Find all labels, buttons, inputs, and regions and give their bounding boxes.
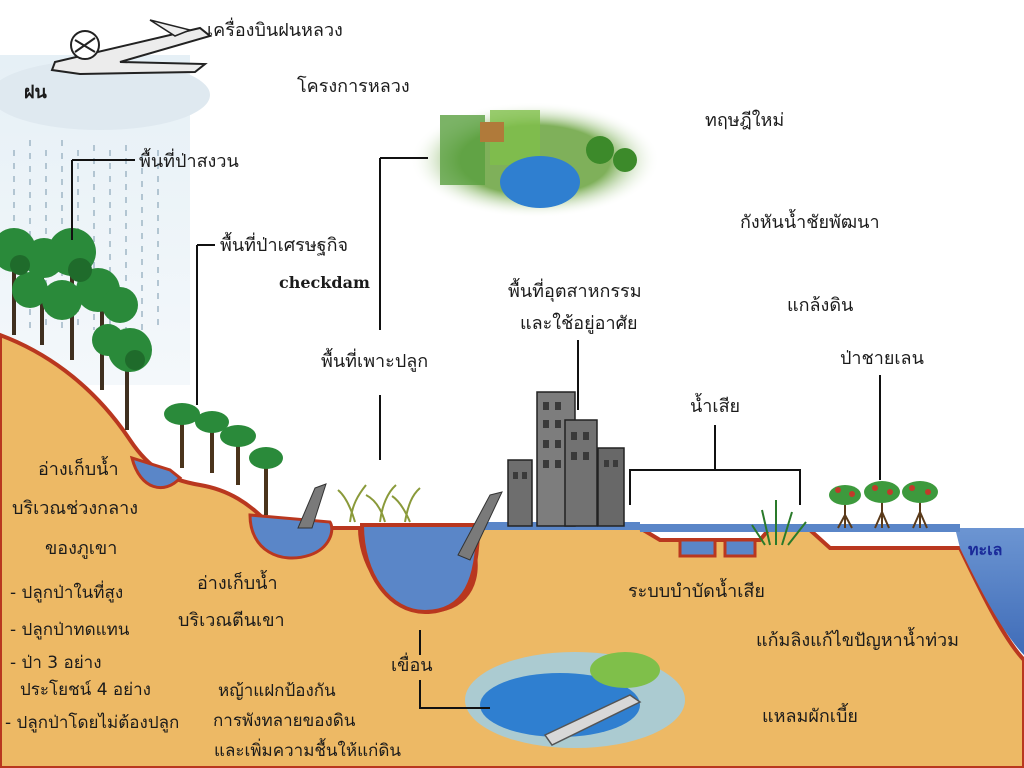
cultivation-plants	[337, 484, 421, 523]
dam-reservoir	[359, 523, 481, 615]
label-mangrove: ป่าชายเลน	[840, 348, 924, 369]
label-laem-phak-bia: แหลมผักเบี้ย	[762, 706, 858, 727]
label-reservoir-mid-2: บริเวณช่วงกลาง	[12, 498, 138, 519]
label-monkey-cheek: แก้มลิงแก้ไขปัญหาน้ำท่วม	[756, 630, 960, 651]
economic-forest-trees	[164, 403, 283, 515]
royal-project-inset	[410, 102, 660, 218]
label-kang-han-nam: กังหันน้ำชัยพัฒนา	[740, 212, 880, 233]
list-item-5: - ปลูกป่าโดยไม่ต้องปลูก	[5, 713, 180, 733]
label-kaem-ling: แกล้งดิน	[787, 295, 854, 316]
checkdam-structure-1	[297, 483, 327, 529]
label-vetiver-1: หญ้าแฝกป้องกัน	[218, 681, 336, 701]
checkdam-structure-2	[457, 491, 503, 561]
sea	[955, 528, 1024, 655]
airplane-icon	[50, 19, 213, 76]
label-rain: ฝน	[24, 82, 47, 103]
label-royal-rain-plane: เครื่องบินฝนหลวง	[207, 20, 343, 41]
wastewater-ponds	[678, 538, 757, 558]
list-item-1: - ปลูกป่าในที่สูง	[10, 583, 124, 603]
leader-lines	[71, 157, 881, 709]
label-economic-forest: พื้นที่ป่าเศรษฐกิจ	[220, 235, 349, 256]
mangrove-trees	[829, 481, 938, 529]
label-reservoir-mid-1: อ่างเก็บน้ำ	[38, 459, 119, 480]
reservoir-mountain-middle	[129, 455, 183, 490]
list-item-3: - ป่า 3 อย่าง	[10, 653, 102, 673]
dam-inset	[465, 652, 685, 748]
list-item-2: - ปลูกป่าทดแทน	[10, 620, 130, 640]
label-royal-project: โครงการหลวง	[297, 76, 410, 97]
label-industrial-2: และใช้อยู่อาศัย	[520, 313, 638, 334]
label-new-theory: ทฤษฎีใหม่	[705, 110, 785, 131]
list-item-4: ประโยชน์ 4 อย่าง	[20, 680, 151, 700]
wastewater-plants	[751, 500, 807, 546]
label-industrial-1: พื้นที่อุตสาหกรรม	[508, 281, 642, 302]
industrial-buildings	[507, 391, 625, 527]
label-wastewater-system: ระบบบำบัดน้ำเสีย	[628, 581, 765, 602]
label-cultivation: พื้นที่เพาะปลูก	[321, 351, 429, 372]
label-sea: ทะเล	[968, 540, 1003, 559]
label-checkdam: checkdam	[279, 273, 370, 292]
label-reservoir-foot-2: บริเวณตีนเขา	[178, 610, 285, 631]
label-reserved-forest: พื้นที่ป่าสงวน	[139, 151, 239, 172]
label-vetiver-3: และเพิ่มความชื้นให้แก่ดิน	[214, 741, 401, 761]
label-wastewater: น้ำเสีย	[690, 396, 741, 417]
label-dam: เขื่อน	[391, 655, 433, 676]
label-vetiver-2: การพังทลายของดิน	[213, 711, 356, 731]
rain-sky	[0, 55, 210, 385]
label-reservoir-foot-1: อ่างเก็บน้ำ	[197, 573, 278, 594]
reserved-forest-trees	[0, 228, 152, 430]
label-reservoir-mid-3: ของภูเขา	[45, 538, 118, 559]
